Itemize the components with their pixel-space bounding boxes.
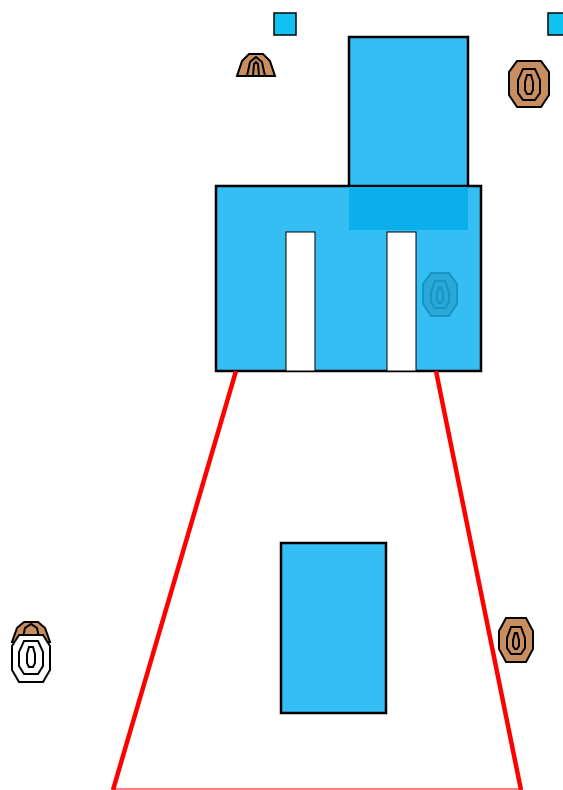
small-square-icon (274, 13, 296, 35)
lower-block (281, 543, 386, 713)
slot-left (286, 232, 315, 371)
target-marker-icon (423, 273, 457, 316)
target-marker-icon (509, 61, 549, 107)
block-overlap-region (349, 187, 468, 230)
sightline-left (113, 371, 236, 790)
target-marker-icon (12, 622, 50, 682)
slot-right (387, 232, 416, 371)
target-marker-icon (499, 618, 533, 662)
small-square-icon (548, 13, 563, 35)
target-marker-icon (237, 54, 275, 76)
sightline-right (436, 371, 521, 790)
